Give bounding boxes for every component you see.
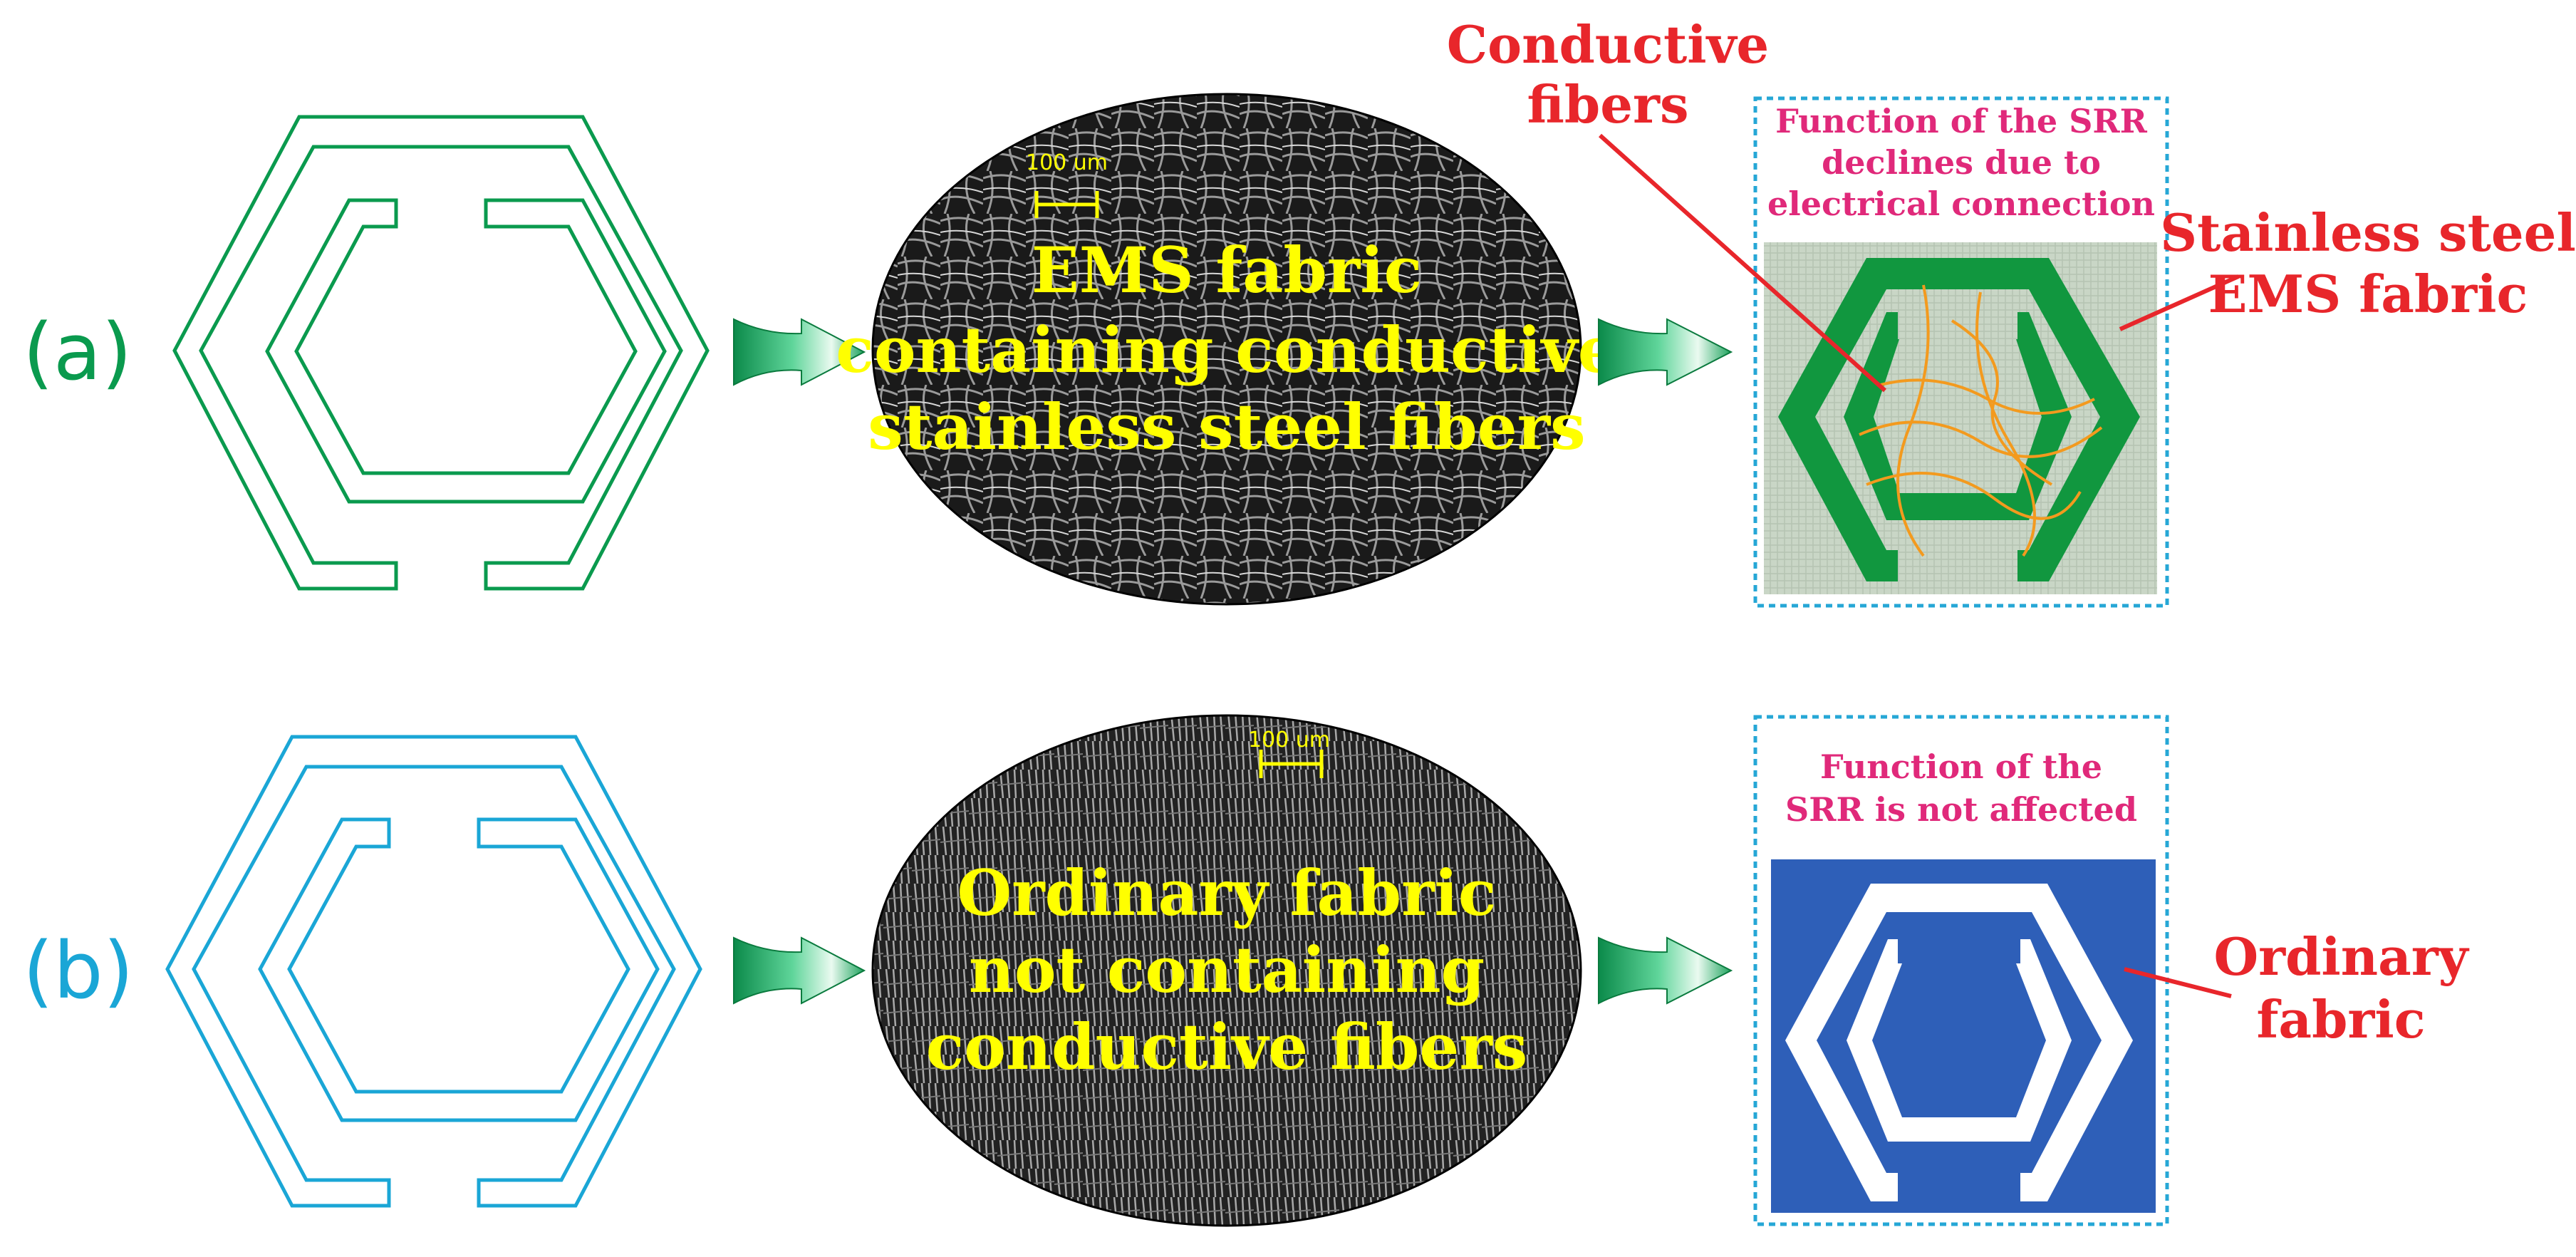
row-b-scale-label: 100 um — [1248, 728, 1330, 752]
row-b-arrow-2 — [1598, 936, 1733, 1005]
row-a-callout-conductive-1: Conductive — [1447, 14, 1769, 75]
row-b-result-box — [1753, 715, 2169, 1226]
row-a-arrow-1 — [733, 318, 866, 386]
row-a-srr-outline — [172, 115, 710, 591]
row-a-callout-fabric-1: Stainless steel — [2160, 202, 2576, 263]
row-a-scale-label: 100 um — [1026, 150, 1108, 175]
row-b-fabric-sample — [1771, 859, 2156, 1213]
row-a-box-title-2: declines due to — [1822, 143, 2101, 182]
row-a-sem-line-2: containing conductive — [836, 313, 1617, 387]
row-b-box-title-2: SRR is not affected — [1785, 790, 2137, 829]
row-a-result-box — [1753, 96, 2169, 608]
row-a-sem-line-1: EMS fabric — [1032, 233, 1422, 307]
row-a-arrow-2 — [1598, 318, 1733, 386]
row-a-box-title-1: Function of the SRR — [1775, 102, 2148, 140]
row-a-fabric-sample — [1764, 242, 2157, 594]
row-a-label: (a) — [23, 306, 132, 398]
row-a-fabric-leader — [2119, 274, 2240, 331]
row-a-sem-line-3: stainless steel fibers — [868, 390, 1585, 464]
row-a-conductive-fibers — [1859, 284, 2103, 557]
row-b-callout-fabric-2: fabric — [2256, 989, 2425, 1050]
row-a-box-title-3: electrical connection — [1767, 185, 2155, 223]
row-a-sem-image: 100 um EMS fabric containing conductive … — [836, 93, 1618, 606]
row-b-sem-line-3: conductive fibers — [926, 1010, 1528, 1084]
row-b-sem-line-1: Ordinary fabric — [957, 856, 1497, 930]
row-b-callout-fabric-1: Ordinary — [2213, 926, 2469, 987]
row-a-callout-fabric-2: EMS fabric — [2208, 264, 2528, 324]
row-b-fabric-leader — [2124, 967, 2232, 998]
row-b-srr-outline — [165, 735, 702, 1208]
row-b-label: (b) — [23, 925, 134, 1016]
row-b-sem-line-2: not containing — [969, 933, 1485, 1007]
row-b-sem-image: 100 um Ordinary fabric not containing co… — [871, 714, 1582, 1227]
row-a-callout-conductive-2: fibers — [1527, 74, 1689, 135]
row-a-conductive-leader — [1598, 133, 1887, 393]
row-b-box-title-1: Function of the — [1820, 748, 2102, 786]
row-b-arrow-1 — [733, 936, 866, 1005]
